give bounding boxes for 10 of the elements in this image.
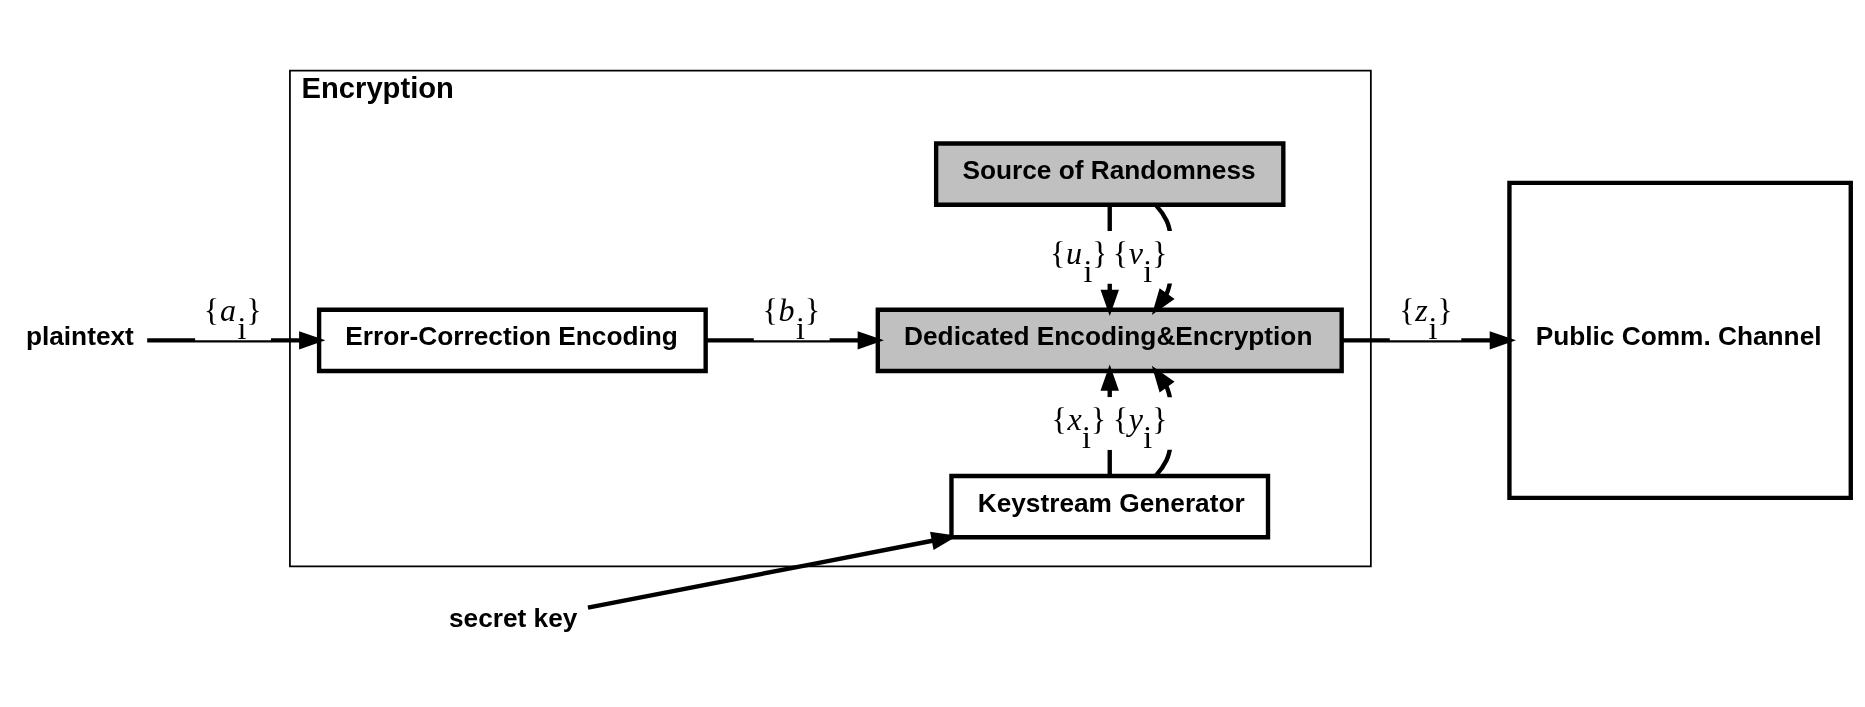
node-box: Error-Correction Encoding — [316, 307, 708, 374]
node-text: plaintext — [25, 321, 134, 352]
node-box: Source of Randomness — [933, 141, 1286, 207]
node-box: Public Comm. Channel — [1507, 180, 1853, 501]
arrow — [706, 331, 884, 350]
arrow — [147, 331, 326, 350]
node-text: secret key — [448, 602, 578, 633]
node-box: Keystream Generator — [949, 473, 1271, 540]
arrow — [1342, 331, 1517, 350]
node-box: Dedicated Encoding&Encryption — [875, 307, 1344, 374]
